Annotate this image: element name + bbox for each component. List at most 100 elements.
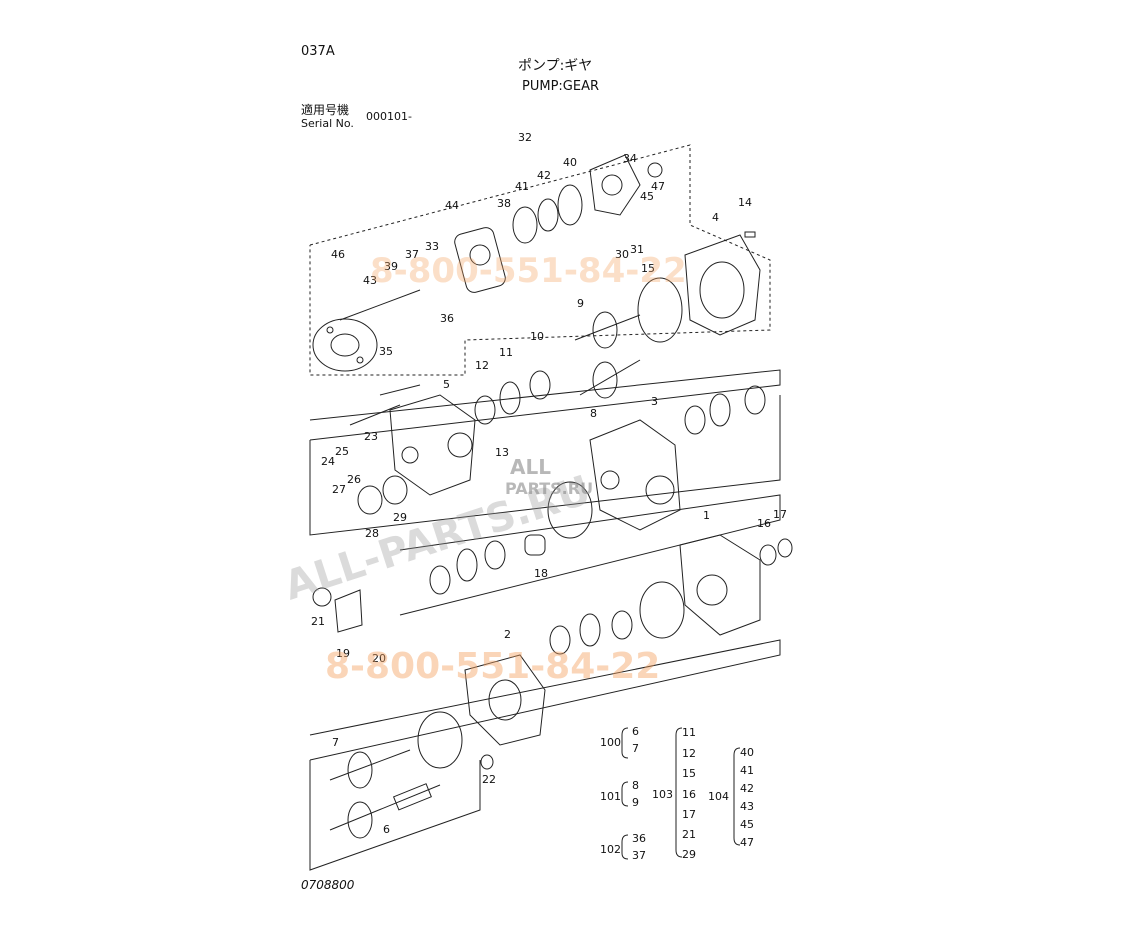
callout-1: 1 — [703, 509, 710, 522]
callout-10: 10 — [530, 330, 544, 343]
part-7-gear — [329, 749, 411, 789]
group-102-member-37: 37 — [632, 849, 646, 862]
part-23-bolt — [349, 404, 401, 426]
group-102-member-36: 36 — [632, 832, 646, 845]
part-5-housing — [389, 394, 476, 496]
part-9-gear — [574, 311, 641, 349]
callout-13: 13 — [495, 446, 509, 459]
group-101-member-9: 9 — [632, 796, 639, 809]
group-104-member-43: 43 — [740, 800, 754, 813]
callout-34: 34 — [623, 152, 637, 165]
group-100-bracket — [621, 727, 629, 759]
group-104-member-45: 45 — [740, 818, 754, 831]
group-label-104: 104 — [708, 790, 729, 803]
group-legend: 1006710189102363710311121516172129104404… — [600, 725, 754, 862]
group-102-bracket — [621, 834, 629, 860]
callout-29: 29 — [393, 511, 407, 524]
callout-35: 35 — [379, 345, 393, 358]
callout-43: 43 — [363, 274, 377, 287]
callout-3: 3 — [651, 395, 658, 408]
callout-5: 5 — [443, 378, 450, 391]
callout-37: 37 — [405, 248, 419, 261]
title-english: PUMP:GEAR — [522, 79, 600, 94]
part-18-bushing — [524, 534, 546, 556]
group-100-member-7: 7 — [632, 742, 639, 755]
part-38-40-41-42-plates — [512, 184, 583, 244]
group-104-member-41: 41 — [740, 764, 754, 777]
callout-24: 24 — [321, 455, 335, 468]
callout-25: 25 — [335, 445, 349, 458]
part-19-plate — [334, 589, 363, 633]
callout-39: 39 — [384, 260, 398, 273]
part-17-snapring — [777, 538, 793, 558]
watermark-phone-1: 8-800-551-84-22 — [370, 251, 687, 291]
part-3-housing — [589, 419, 681, 531]
part-23-bolt-2 — [379, 384, 421, 396]
drawing-number: 0708800 — [301, 878, 355, 892]
title-japanese: ポンプ:ギヤ — [518, 58, 593, 74]
callout-42: 42 — [537, 169, 551, 182]
group-label-100: 100 — [600, 736, 621, 749]
callout-16: 16 — [757, 517, 771, 530]
panel-outline-4 — [309, 639, 781, 761]
callout-14: 14 — [738, 196, 752, 209]
group-101-member-8: 8 — [632, 779, 639, 792]
part-22-plug — [480, 754, 494, 770]
callout-7: 7 — [332, 736, 339, 749]
group-103-member-12: 12 — [682, 747, 696, 760]
part-15-seal-top — [637, 277, 683, 343]
part-8-gear — [579, 359, 641, 399]
callout-45: 45 — [640, 190, 654, 203]
callout-27: 27 — [332, 483, 346, 496]
part-6-shaft-gear — [329, 783, 441, 839]
applicable-label: 適用号機 — [301, 103, 350, 117]
part-15-seal-mid — [639, 581, 685, 639]
group-103-member-15: 15 — [682, 767, 696, 780]
callout-44: 44 — [445, 199, 459, 212]
part-15-seal-bottom — [417, 711, 463, 769]
callout-30: 30 — [615, 248, 629, 261]
callout-21: 21 — [311, 615, 325, 628]
callout-32: 32 — [518, 131, 532, 144]
callout-46: 46 — [331, 248, 345, 261]
callout-labels: 3234404241384433373943463536474531301441… — [311, 131, 787, 836]
callout-12: 12 — [475, 359, 489, 372]
watermark-phone-2: 8-800-551-84-22 — [325, 646, 660, 687]
callout-11: 11 — [499, 346, 513, 359]
panel-outline-5 — [309, 760, 481, 871]
part-2-housing — [464, 654, 546, 746]
parts-10-13-cluster-right — [684, 385, 766, 435]
callout-8: 8 — [590, 407, 597, 420]
part-35-housing — [312, 289, 421, 372]
callout-15: 15 — [641, 262, 655, 275]
callout-40: 40 — [563, 156, 577, 169]
watermark-logo-2: PARTS.RU — [505, 479, 593, 498]
callout-26: 26 — [347, 473, 361, 486]
part-21-oring — [312, 587, 332, 607]
callout-36: 36 — [440, 312, 454, 325]
callout-23: 23 — [364, 430, 378, 443]
part-1-housing — [679, 534, 761, 636]
parts-10-13-cluster-top — [474, 370, 551, 425]
part-4-housing — [684, 231, 761, 336]
group-103-member-17: 17 — [682, 808, 696, 821]
parts-10-13-cluster-left — [429, 540, 506, 595]
callout-33: 33 — [425, 240, 439, 253]
group-label-101: 101 — [600, 790, 621, 803]
callout-19: 19 — [336, 647, 350, 660]
serial-label: Serial No. — [301, 117, 354, 130]
group-103-member-16: 16 — [682, 788, 696, 801]
callout-28: 28 — [365, 527, 379, 540]
part-28-collar — [357, 475, 408, 515]
callout-22: 22 — [482, 773, 496, 786]
subassembly-enclosure — [309, 144, 771, 376]
callout-9: 9 — [577, 297, 584, 310]
group-103-member-29: 29 — [682, 848, 696, 861]
group-103-member-21: 21 — [682, 828, 696, 841]
page-code: 037A — [301, 44, 335, 59]
group-label-102: 102 — [600, 843, 621, 856]
callout-41: 41 — [515, 180, 529, 193]
panel-outline-2 — [309, 395, 781, 536]
callout-47: 47 — [651, 180, 665, 193]
